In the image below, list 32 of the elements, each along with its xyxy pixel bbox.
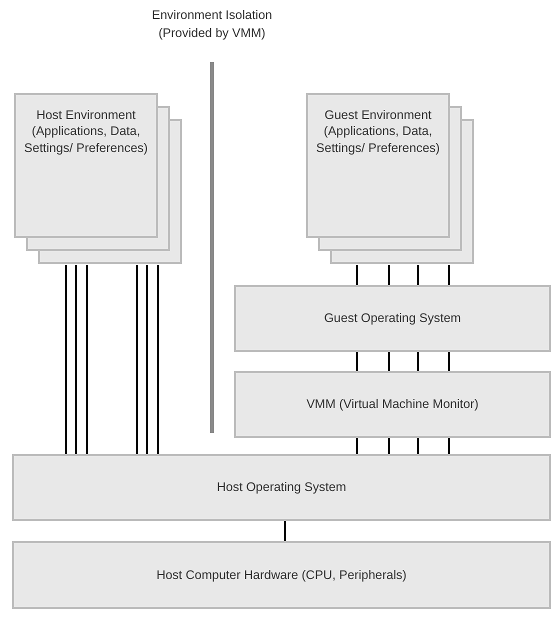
stacked-boxes xyxy=(14,93,184,265)
connector-line xyxy=(86,265,88,454)
connector-line xyxy=(388,352,390,371)
box-label: Host Operating System xyxy=(216,479,346,496)
connector-line xyxy=(356,352,358,371)
connector-line xyxy=(417,265,419,285)
connector-line xyxy=(417,438,419,454)
box-label: VMM (Virtual Machine Monitor) xyxy=(306,396,479,413)
connector-line xyxy=(388,265,390,285)
connector-line xyxy=(356,265,358,285)
connector-line xyxy=(65,265,67,454)
connector-line xyxy=(136,265,138,454)
box-label: Guest Operating System xyxy=(324,310,461,327)
connector-line xyxy=(448,438,450,454)
connector-line xyxy=(146,265,148,454)
connector-line xyxy=(417,352,419,371)
layer-box xyxy=(12,541,551,609)
connector-line xyxy=(157,265,159,454)
connector-line xyxy=(448,352,450,371)
heading-label: Environment Isolation (Provided by VMM) xyxy=(150,7,274,42)
connector-line xyxy=(356,438,358,454)
layer-box xyxy=(12,454,551,521)
box-label: Guest Environment (Applications, Data, Settings/ Preferences) xyxy=(315,107,441,156)
box-label: Host Environment (Applications, Data, Settings/ Preferences) xyxy=(23,107,149,156)
connector-line xyxy=(448,265,450,285)
layer-box xyxy=(234,371,551,438)
box-label: Host Computer Hardware (CPU, Peripherals) xyxy=(156,566,407,584)
connector-line xyxy=(75,265,77,454)
stacked-boxes xyxy=(306,93,476,265)
connector-line xyxy=(388,438,390,454)
layer-box xyxy=(234,285,551,352)
connector-line xyxy=(284,521,286,541)
